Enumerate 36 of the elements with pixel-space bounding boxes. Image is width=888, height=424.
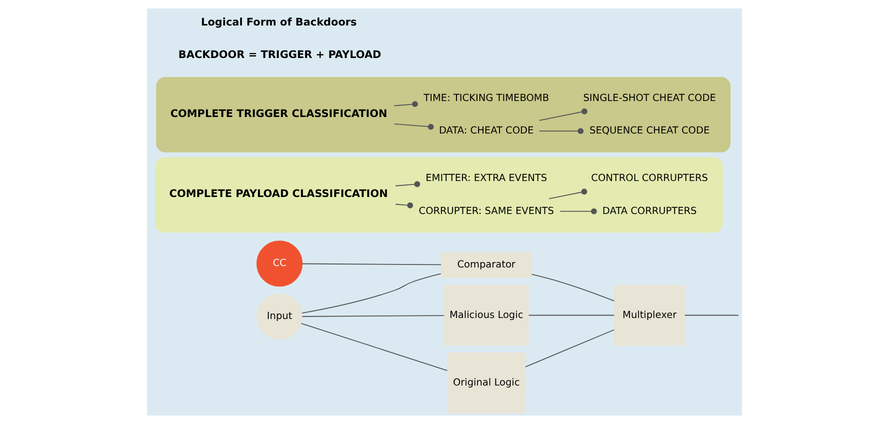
connector <box>301 263 441 266</box>
node-text: COMPLETE TRIGGER CLASSIFICATION <box>170 108 387 120</box>
node-box: Original Logic <box>446 352 526 414</box>
connector <box>301 315 444 317</box>
node-text: CORRUPTER: SAME EVENTS <box>418 206 554 217</box>
node-text: DATA CORRUPTERS <box>602 206 696 217</box>
node-text: CONTROL CORRUPTERS <box>590 173 708 184</box>
connector <box>301 273 441 314</box>
node-text: COMPLETE PAYLOAD CLASSIFICATION <box>168 188 388 200</box>
connector <box>394 202 413 208</box>
connector <box>524 329 614 368</box>
node-circle: CC <box>256 240 302 287</box>
label: BACKDOOR = TRIGGER + PAYLOAD <box>178 49 381 62</box>
node-box: Malicious Logic <box>443 284 528 346</box>
node-text: DATA: CHEAT CODE <box>438 126 534 137</box>
connector <box>538 128 584 134</box>
label: Logical Form of Backdoors <box>200 16 356 28</box>
connector <box>559 208 596 214</box>
connector <box>530 274 614 302</box>
node-circle: Input <box>256 294 302 340</box>
node-box: Multiplexer <box>614 284 685 346</box>
cluster <box>154 157 722 233</box>
connector <box>684 314 738 316</box>
node-text: SINGLE-SHOT CHEAT CODE <box>582 92 716 104</box>
connector <box>548 188 587 200</box>
connector <box>393 124 434 130</box>
cluster <box>156 77 730 152</box>
node-box: Comparator <box>440 252 532 278</box>
node-text: SEQUENCE CHEAT CODE <box>589 126 710 137</box>
connector <box>393 101 418 108</box>
connector <box>300 322 448 371</box>
connector <box>538 108 587 121</box>
connector <box>394 181 420 188</box>
node-text: EMITTER: EXTRA EVENTS <box>425 173 547 184</box>
node-text: TIME: TICKING TIMEBOMB <box>423 92 549 104</box>
connector <box>528 314 614 316</box>
